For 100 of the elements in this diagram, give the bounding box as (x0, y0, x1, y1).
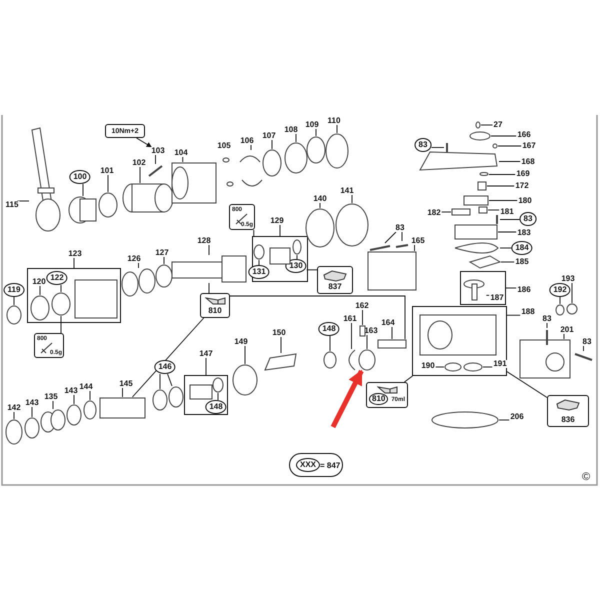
callout-number: 165 (410, 237, 426, 245)
housing-part (171, 162, 217, 204)
callout-number: 190 (420, 362, 436, 370)
circled-part-number: 810 (369, 393, 388, 405)
callout-number: 123 (67, 250, 83, 258)
ring-part (253, 244, 265, 260)
callout-number: 129 (269, 217, 285, 225)
callout-number: 109 (304, 121, 320, 129)
gasket-part (454, 242, 500, 254)
part-number: 837 (327, 283, 343, 291)
leader-line (500, 219, 520, 220)
spring-ring-part (306, 136, 326, 164)
plug-part (566, 303, 578, 315)
screw-part (475, 121, 481, 129)
circled-callout-number: 148 (205, 400, 227, 414)
leader-line (435, 366, 444, 368)
spring-part (5, 419, 23, 445)
sleeve-part (68, 196, 98, 224)
leader-line (384, 232, 396, 244)
piston-part (358, 349, 376, 371)
cap-part (469, 131, 491, 141)
ring-part (262, 149, 282, 177)
callout-number: 185 (514, 258, 530, 266)
bearing-part (444, 362, 462, 372)
lubricant-box (229, 204, 255, 230)
callout-number: 150 (271, 329, 287, 337)
pin-part (394, 241, 410, 250)
callout-number: 149 (233, 338, 249, 346)
pin-part (368, 243, 392, 253)
callout-number: 103 (150, 147, 166, 155)
leader-line (16, 200, 30, 202)
callout-number: 110 (326, 117, 342, 125)
circled-callout-number: 184 (511, 241, 533, 255)
ring-part (292, 239, 302, 255)
callout-number: 102 (131, 159, 147, 167)
callout-number: 142 (6, 404, 22, 412)
ring-part (168, 386, 184, 408)
knob-part (477, 181, 487, 191)
leader-line (82, 184, 84, 196)
circled-callout-number: 83 (414, 138, 432, 152)
ring-part (335, 203, 369, 247)
pin-part (479, 172, 489, 177)
ring-part (51, 292, 71, 316)
callout-number: 206 (509, 413, 525, 421)
leader-line (583, 346, 584, 352)
callout-number: 108 (283, 126, 299, 134)
gear-part (463, 279, 485, 301)
washer-part (6, 305, 22, 325)
leader-line (336, 124, 338, 134)
shaft-part (171, 255, 247, 283)
leader-line (258, 260, 260, 266)
callout-number: 181 (499, 208, 515, 216)
plate-part (367, 251, 417, 291)
callout-number: 168 (520, 158, 536, 166)
callout-number: 83 (582, 338, 592, 346)
washer-part (325, 133, 349, 169)
assembly-group-frame (460, 271, 506, 305)
spring-ring-part (284, 142, 308, 174)
callout-number: 187 (489, 294, 505, 302)
leader-line (306, 269, 318, 270)
circled-callout-number: 119 (4, 283, 24, 297)
ring-part (152, 389, 168, 411)
lubricant-box (366, 382, 408, 408)
callout-number: 140 (312, 195, 328, 203)
callout-number: 128 (196, 237, 212, 245)
seal-part (469, 255, 501, 269)
sleeve-part (264, 353, 298, 371)
handle-part (29, 125, 63, 233)
plug-part (555, 304, 565, 316)
leader-line (414, 244, 415, 252)
spindle-part (189, 384, 213, 400)
leader-line (482, 366, 493, 368)
callout-number: 147 (198, 350, 214, 358)
callout-number: 127 (154, 249, 170, 257)
bearing-part (30, 295, 50, 321)
circled-callout-number: 131 (248, 265, 270, 279)
key-text: = 847 (320, 462, 340, 470)
leader-line (431, 147, 444, 148)
screw-part (444, 141, 450, 154)
screw-part (573, 351, 594, 363)
rod-part (377, 339, 407, 349)
callout-number: 193 (560, 275, 576, 283)
leader-line (498, 161, 521, 162)
pin-part (492, 143, 498, 149)
callout-number: 182 (426, 209, 442, 217)
callout-number: 191 (492, 360, 508, 368)
leader-line (167, 374, 172, 386)
callout-number: 180 (517, 197, 533, 205)
callout-number: 167 (521, 142, 537, 150)
clip-part-box (317, 266, 353, 294)
leader-line (488, 174, 516, 175)
part-number: 810 (207, 307, 223, 315)
callout-number: 105 (216, 142, 232, 150)
leader-line (138, 262, 139, 268)
leader-line (122, 388, 123, 398)
spring-part (478, 206, 488, 214)
circled-callout-number: 146 (154, 360, 176, 374)
bearing-part (305, 208, 335, 248)
ring-part (323, 351, 337, 369)
leader-line (60, 316, 62, 334)
